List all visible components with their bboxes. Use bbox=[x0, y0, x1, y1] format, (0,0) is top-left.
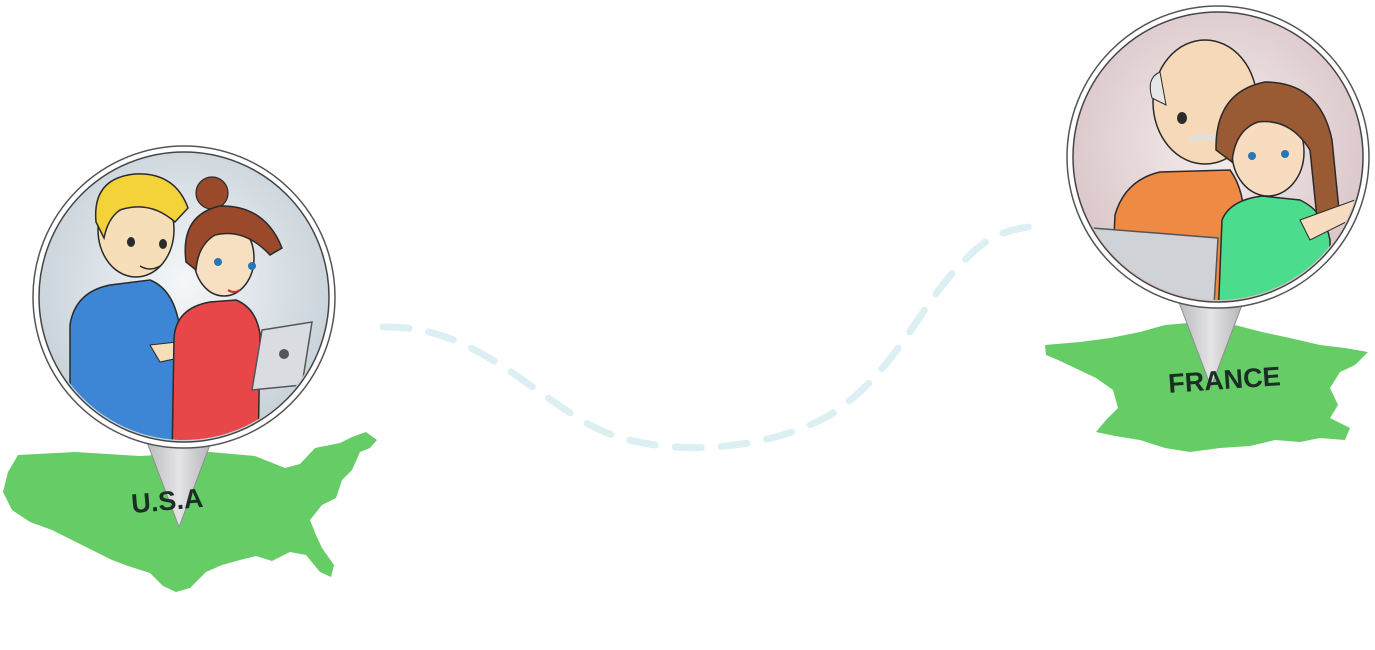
france-pin bbox=[1066, 5, 1370, 309]
travel-route bbox=[379, 222, 1044, 452]
usa-map bbox=[3, 432, 377, 592]
usa-pin bbox=[32, 145, 336, 449]
usa-label: U.S.A bbox=[130, 483, 204, 519]
france-map bbox=[1045, 322, 1368, 452]
